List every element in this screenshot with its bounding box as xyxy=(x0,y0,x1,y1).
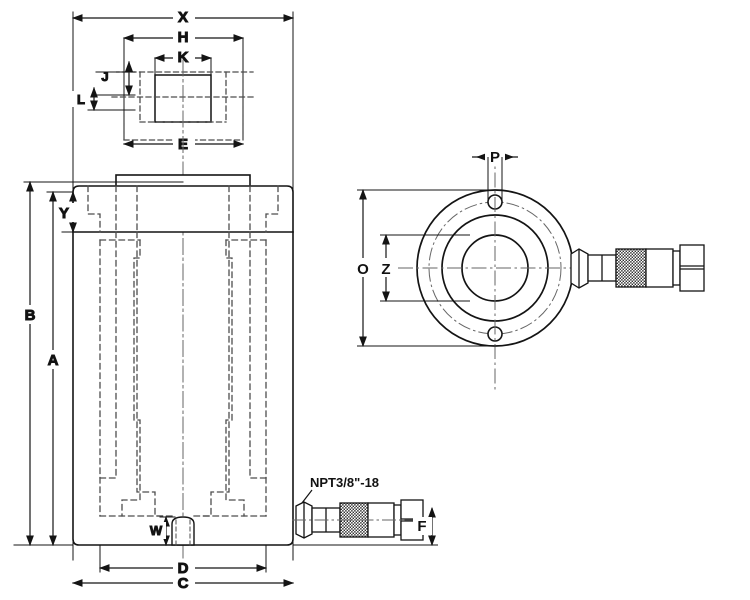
dimension-label-J: J xyxy=(101,69,108,84)
npt-thread-label: NPT3/8"-18 xyxy=(310,475,379,490)
top-coupler-end-cap xyxy=(679,244,705,292)
dimension-label-L: L xyxy=(77,92,85,107)
dimension-F: F xyxy=(293,506,438,547)
top-coupler-knurled-sleeve xyxy=(615,248,647,288)
dimension-label-H: H xyxy=(178,29,189,46)
dimension-D: D xyxy=(98,544,268,578)
dimension-L: L xyxy=(72,86,136,112)
top-view-coupler xyxy=(570,244,705,292)
top-coupler-hex-nut xyxy=(570,248,589,289)
dimension-label-A: A xyxy=(48,352,59,369)
dimension-label-B: B xyxy=(25,307,36,324)
dimension-label-F: F xyxy=(417,518,426,535)
dimension-A: A xyxy=(44,190,74,547)
dimension-C: C xyxy=(71,574,295,593)
dimension-Z: Z xyxy=(377,233,470,303)
dimension-label-C: C xyxy=(178,575,189,592)
cylinder-collar xyxy=(72,185,294,233)
dimension-label-O: O xyxy=(357,261,369,278)
top-coupler-socket-barrel xyxy=(645,248,681,288)
dimension-P: P xyxy=(472,147,518,200)
dimension-J: J xyxy=(95,60,136,97)
coupler-detail-view: NPT3/8"-18 xyxy=(292,475,438,547)
dimension-label-Y: Y xyxy=(59,205,69,222)
dimension-B: B xyxy=(21,180,184,547)
dimension-label-Z: Z xyxy=(381,261,390,278)
cylinder-internal-hidden-lines xyxy=(87,185,279,517)
dimension-W: W xyxy=(146,515,176,547)
dimension-O: O xyxy=(354,188,497,348)
top-plan-view: O Z P xyxy=(354,147,705,392)
dimension-label-K: K xyxy=(178,49,189,66)
dimension-label-W: W xyxy=(150,523,163,538)
top-view-center-lines xyxy=(398,148,660,392)
base-boss xyxy=(171,516,195,546)
dimension-Y: Y xyxy=(55,190,80,234)
front-section-view: X H K xyxy=(13,8,295,593)
dimension-X: X xyxy=(71,8,295,27)
dimension-label-X: X xyxy=(178,9,188,26)
dimension-label-P: P xyxy=(490,149,500,166)
dimension-label-D: D xyxy=(178,560,189,577)
top-coupler-plug-body xyxy=(587,254,617,282)
